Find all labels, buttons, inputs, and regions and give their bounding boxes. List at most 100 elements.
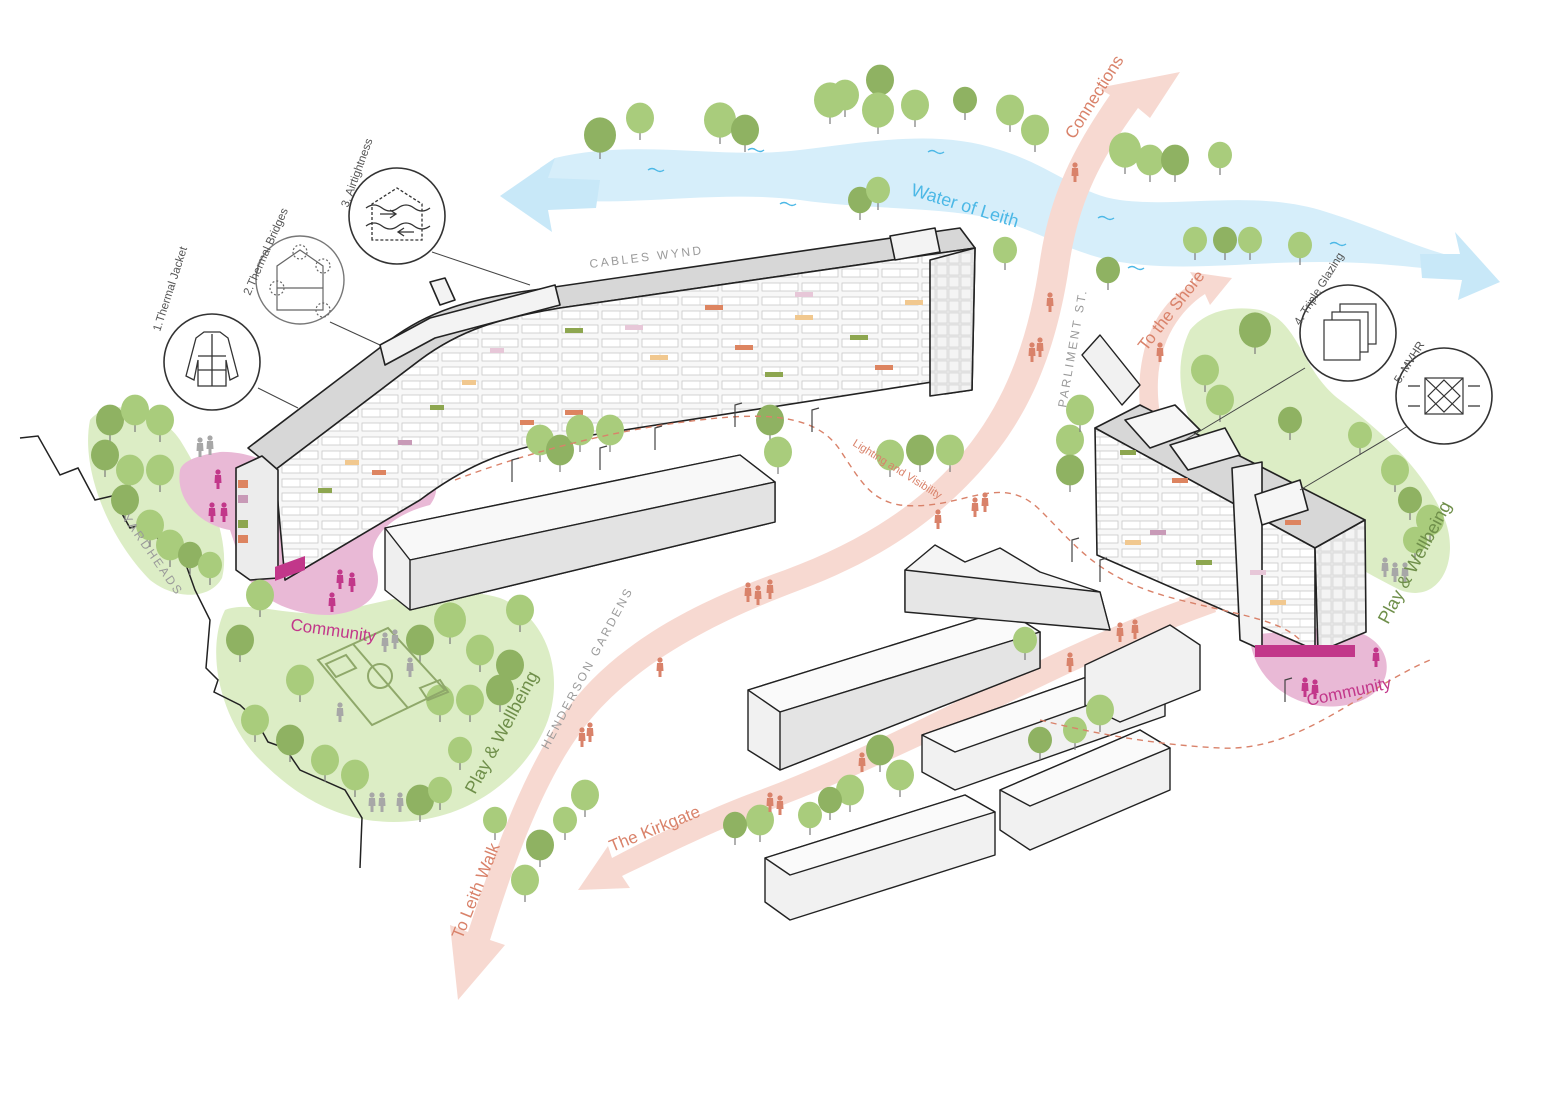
tower-plinth [1255, 645, 1355, 657]
block-south-a [747, 609, 1041, 771]
person-figure [396, 792, 404, 812]
tree [906, 434, 934, 472]
slab-chimney [429, 277, 456, 306]
tree [996, 94, 1024, 132]
person-figure [220, 502, 228, 522]
tower-roof-plant-1 [1124, 404, 1201, 449]
tree [866, 176, 890, 210]
tree [311, 744, 339, 782]
lamp-post [734, 402, 743, 427]
tree [1288, 231, 1312, 265]
tree [1161, 144, 1189, 182]
tree [198, 551, 222, 585]
tree [723, 811, 747, 845]
tree [848, 186, 872, 220]
tower-balconies [1120, 450, 1301, 605]
tree [406, 784, 434, 822]
tree [1063, 716, 1087, 750]
tree [511, 864, 539, 902]
tree [456, 684, 484, 722]
tree [246, 579, 274, 617]
tree [121, 394, 149, 432]
lamp-post [654, 425, 663, 450]
tree [1403, 526, 1427, 560]
tree [226, 624, 254, 662]
tree [428, 776, 452, 810]
person-figure [656, 657, 664, 677]
person-figure [348, 572, 356, 592]
slab-balconies [238, 292, 923, 543]
tree [571, 779, 599, 817]
person-figure [971, 497, 979, 517]
person-figure [368, 792, 376, 812]
slab-stair-core-left [235, 455, 279, 581]
tree [241, 704, 269, 742]
person-figure [196, 437, 204, 457]
tree [1348, 421, 1372, 455]
tree [553, 806, 577, 840]
tree [434, 602, 466, 644]
tree [146, 404, 174, 442]
person-figure [381, 632, 389, 652]
tree [1416, 504, 1444, 542]
tree [1213, 226, 1237, 260]
tree [596, 414, 624, 452]
callout-mvhr: 5. MVHR [1392, 340, 1493, 445]
tree [506, 594, 534, 632]
tree [831, 79, 859, 117]
tree [1381, 454, 1409, 492]
house-section-icon [269, 244, 331, 318]
tree [1278, 406, 1302, 440]
tree [486, 674, 514, 712]
block-south-e [999, 729, 1171, 851]
measure-label-1: 1.Thermal Jacket [151, 245, 190, 333]
tree [178, 541, 202, 575]
person-figure [336, 569, 344, 589]
person-figure [1156, 342, 1164, 362]
tree [341, 759, 369, 797]
lamp-post [1099, 557, 1108, 582]
person-figure [1372, 647, 1380, 667]
tree [798, 801, 822, 835]
tree [1066, 394, 1094, 432]
tree [1208, 141, 1232, 175]
tree [756, 404, 784, 442]
slab-gable [929, 247, 976, 397]
glazing-panes-icon [1323, 303, 1377, 361]
tree [1013, 626, 1037, 660]
person-figure [766, 792, 774, 812]
tree [406, 624, 434, 662]
tree [96, 404, 124, 442]
tree [936, 434, 964, 472]
person-figure [1301, 677, 1309, 697]
tree [1183, 226, 1207, 260]
person-figure [754, 585, 762, 605]
tree [286, 664, 314, 702]
person-figure [1381, 557, 1389, 577]
tree [1206, 384, 1234, 422]
person-figure [1066, 652, 1074, 672]
tree [136, 509, 164, 547]
person-figure [1116, 622, 1124, 642]
tree [1021, 114, 1049, 152]
tree [886, 759, 914, 797]
mvhr-unit-icon [1408, 377, 1480, 415]
tree [836, 774, 864, 812]
person-figure [1311, 679, 1319, 699]
person-figure [858, 752, 866, 772]
person-figure [934, 509, 942, 529]
tree [466, 634, 494, 672]
person-figure [378, 792, 386, 812]
tree [526, 829, 554, 867]
tree [1398, 486, 1422, 520]
tree [866, 734, 894, 772]
person-figure [744, 582, 752, 602]
person-figure [214, 469, 222, 489]
slab-plinth [275, 555, 305, 581]
tree [1109, 132, 1141, 174]
low-rise-blocks [384, 334, 1201, 921]
callout-thermal-bridges: 2.Thermal Bridges [242, 206, 345, 325]
lighting-path-dashed-east [1039, 659, 1431, 749]
tree [1191, 354, 1219, 392]
person-figure [1036, 337, 1044, 357]
